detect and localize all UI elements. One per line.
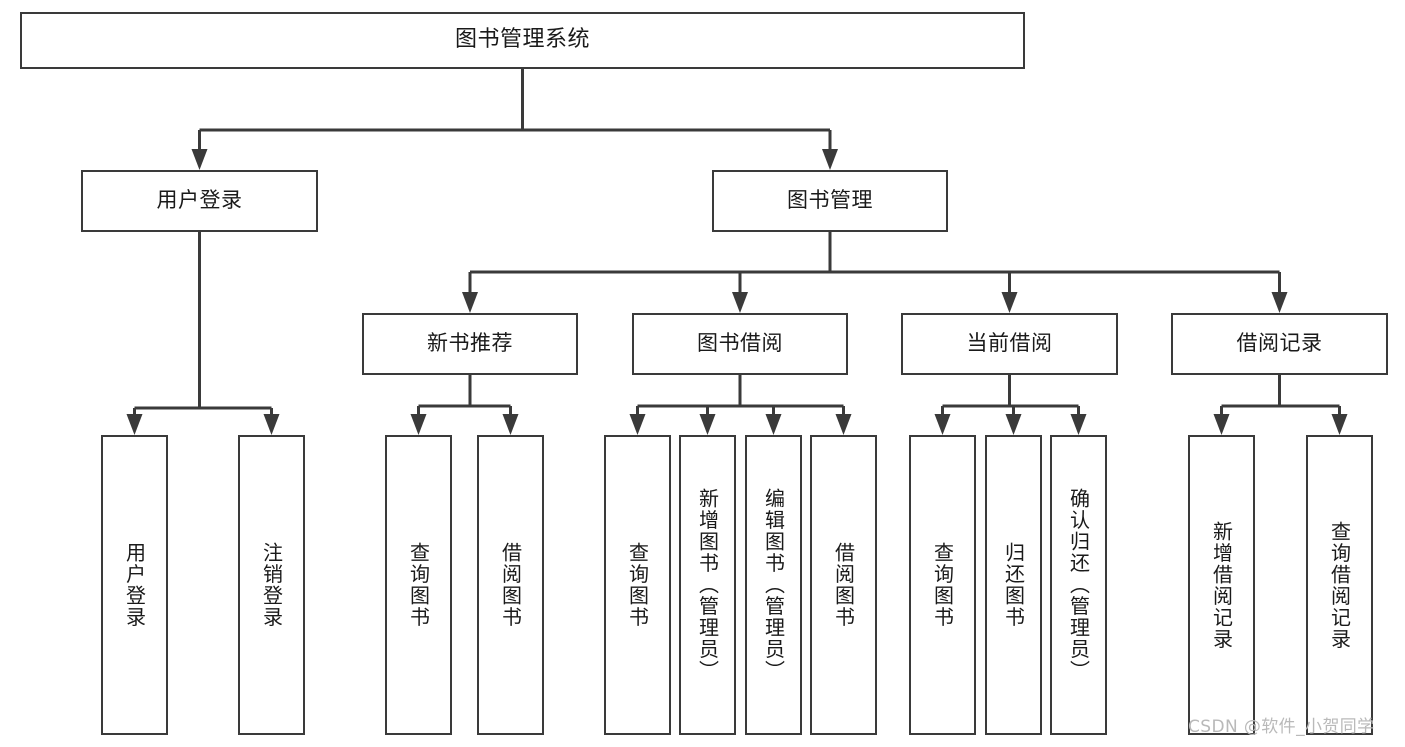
node-root[interactable]: 图书管理系统 xyxy=(20,12,1025,69)
node-leaf-rcd-query[interactable]: 查询借阅记录 xyxy=(1306,435,1373,735)
arrowhead xyxy=(835,414,852,435)
arrowhead xyxy=(502,414,519,435)
node-leaf-rec-borrow[interactable]: 借阅图书 xyxy=(477,435,544,735)
arrowhead xyxy=(1005,414,1022,435)
node-l2-recommend[interactable]: 新书推荐 xyxy=(362,313,578,375)
node-label: 图书借阅 xyxy=(697,331,783,356)
node-label: 借阅图书 xyxy=(498,542,523,628)
arrowhead xyxy=(126,414,143,435)
node-leaf-user-login[interactable]: 用户登录 xyxy=(101,435,168,735)
arrowhead xyxy=(263,414,280,435)
arrowhead xyxy=(1271,292,1288,313)
node-l2-current[interactable]: 当前借阅 xyxy=(901,313,1118,375)
arrowhead xyxy=(191,149,208,170)
node-label: 用户登录 xyxy=(156,188,243,213)
node-leaf-cur-confirm[interactable]: 确认归还（管理员） xyxy=(1050,435,1107,735)
node-leaf-bor-add[interactable]: 新增图书（管理员） xyxy=(679,435,736,735)
arrowhead xyxy=(462,292,478,313)
arrowhead xyxy=(1331,414,1348,435)
node-l2-borrow[interactable]: 图书借阅 xyxy=(632,313,848,375)
node-label: 借阅图书 xyxy=(831,542,856,628)
arrowhead xyxy=(410,414,427,435)
node-leaf-bor-edit[interactable]: 编辑图书（管理员） xyxy=(745,435,802,735)
node-label: 当前借阅 xyxy=(966,331,1053,356)
node-label: 编辑图书（管理员） xyxy=(761,488,786,682)
watermark-label: CSDN @软件_小贺同学 xyxy=(1188,717,1375,737)
arrowhead xyxy=(822,149,838,170)
node-label: 新书推荐 xyxy=(427,331,513,356)
node-label: 确认归还（管理员） xyxy=(1066,488,1091,682)
arrowhead xyxy=(732,292,748,313)
node-leaf-rcd-add[interactable]: 新增借阅记录 xyxy=(1188,435,1255,735)
node-label: 新增图书（管理员） xyxy=(695,488,720,682)
node-label: 用户登录 xyxy=(122,542,147,628)
node-label: 归还图书 xyxy=(1001,542,1026,628)
arrowhead xyxy=(629,414,646,435)
node-leaf-bor-query[interactable]: 查询图书 xyxy=(604,435,671,735)
node-leaf-user-logout[interactable]: 注销登录 xyxy=(238,435,305,735)
node-label: 查询图书 xyxy=(406,542,431,628)
node-leaf-rec-query[interactable]: 查询图书 xyxy=(385,435,452,735)
arrowhead xyxy=(934,414,951,435)
node-label: 新增借阅记录 xyxy=(1209,520,1234,650)
node-leaf-bor-borrow[interactable]: 借阅图书 xyxy=(810,435,877,735)
node-label: 图书管理 xyxy=(787,188,873,213)
arrowhead xyxy=(1001,292,1018,313)
node-l1-login[interactable]: 用户登录 xyxy=(81,170,318,232)
node-label: 查询图书 xyxy=(625,542,650,628)
node-l1-manage[interactable]: 图书管理 xyxy=(712,170,948,232)
node-label: 借阅记录 xyxy=(1236,331,1323,356)
node-leaf-cur-query[interactable]: 查询图书 xyxy=(909,435,976,735)
node-label: 查询借阅记录 xyxy=(1327,520,1352,650)
arrowhead xyxy=(765,414,782,435)
arrowhead xyxy=(699,414,716,435)
node-l2-records[interactable]: 借阅记录 xyxy=(1171,313,1388,375)
node-label: 查询图书 xyxy=(930,542,955,628)
arrowhead xyxy=(1070,414,1087,435)
arrowhead xyxy=(1213,414,1230,435)
node-label: 注销登录 xyxy=(259,542,284,628)
node-leaf-cur-return[interactable]: 归还图书 xyxy=(985,435,1042,735)
node-label: 图书管理系统 xyxy=(454,27,590,53)
